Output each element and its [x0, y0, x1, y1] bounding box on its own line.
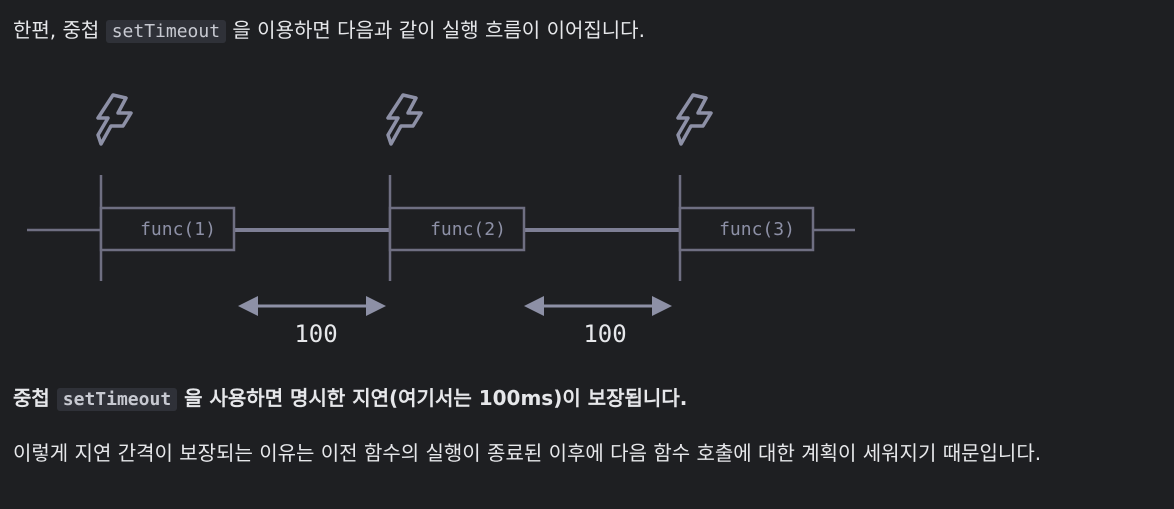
- emphasis-text-after: 을 사용하면 명시한 지연(여기서는 100ms)이 보장됩니다.: [184, 386, 688, 410]
- call-label-3: func(3): [719, 219, 795, 240]
- explanation-paragraph: 이렇게 지연 간격이 보장되는 이유는 이전 함수의 실행이 종료된 이후에 다…: [13, 441, 1042, 465]
- delay-arrowhead-right-2: [652, 296, 672, 316]
- delay-arrow-2: 100: [524, 296, 672, 348]
- intro-text-before: 한편, 중첩: [13, 18, 100, 42]
- lightning-icon: [96, 93, 133, 146]
- lightning-icon: [676, 93, 713, 146]
- intro-code-settimeout: setTimeout: [105, 20, 227, 43]
- emphasis-text-before: 중첩: [13, 386, 50, 410]
- call-box-2: [388, 206, 526, 252]
- call-label-1: func(1): [140, 219, 216, 240]
- call-label-2: func(2): [430, 219, 506, 240]
- lightning-icon: [386, 93, 423, 146]
- call-group-1: func(1): [96, 93, 236, 281]
- emphasis-code-settimeout: setTimeout: [56, 388, 178, 411]
- call-box-1: [99, 206, 236, 252]
- delay-arrow-1: 100: [238, 296, 386, 348]
- timeline-diagram: func(1) func(2) func(3) 100 100: [27, 93, 855, 348]
- call-box-3: [678, 206, 815, 252]
- intro-paragraph: 한편, 중첩 setTimeout 을 이용하면 다음과 같이 실행 흐름이 이…: [13, 14, 645, 48]
- delay-arrowhead-right-1: [366, 296, 386, 316]
- intro-text-after: 을 이용하면 다음과 같이 실행 흐름이 이어집니다.: [232, 18, 645, 42]
- delay-label-1: 100: [294, 320, 337, 348]
- delay-arrowhead-left-2: [524, 296, 544, 316]
- call-group-3: func(3): [676, 93, 815, 281]
- emphasis-paragraph: 중첩 setTimeout 을 사용하면 명시한 지연(여기서는 100ms)이…: [13, 382, 687, 416]
- call-group-2: func(2): [386, 93, 526, 281]
- delay-label-2: 100: [583, 320, 626, 348]
- delay-arrowhead-left-1: [238, 296, 258, 316]
